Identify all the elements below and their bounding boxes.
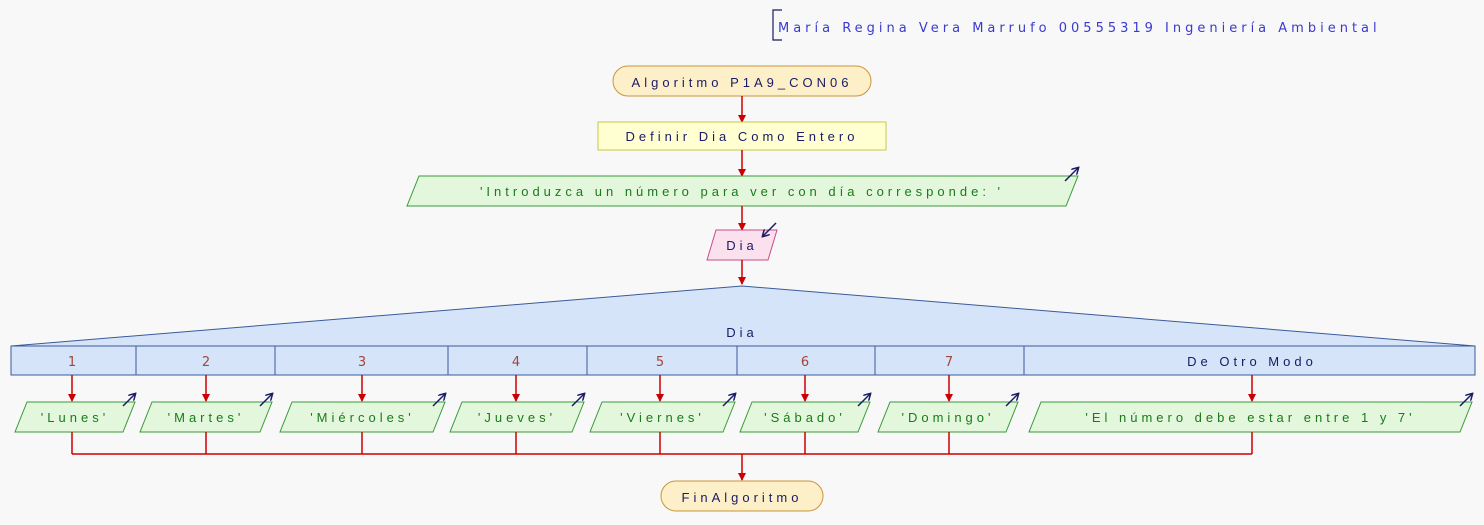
case-output[interactable] [139,401,273,433]
output-prompt[interactable] [406,175,1079,207]
case-label: 7 [945,355,953,370]
end-terminal[interactable] [660,480,824,512]
output-arrow-icon [1459,394,1472,407]
end-label: FinAlgoritmo [682,490,803,505]
define-label: Definir Dia Como Entero [626,129,859,144]
output-arrow-icon [857,394,870,407]
output-arrow-icon [1005,394,1018,407]
case-label: 1 [68,355,76,370]
comment-bracket [772,9,782,41]
case-output-text: 'Miércoles' [310,410,415,425]
output-arrow-icon [122,394,135,407]
case-cell[interactable] [274,345,449,376]
case-output-text: 'Jueves' [478,410,556,425]
case-label: 3 [358,355,366,370]
input-var: Dia [726,238,758,253]
case-cell[interactable] [874,345,1025,376]
comment-text: María Regina Vera Marrufo 00555319 Ingen… [778,21,1381,36]
output-prompt-text: 'Introduzca un número para ver con día c… [480,184,1004,199]
case-label: 4 [512,355,520,370]
case-outputs: 'Lunes' 'Martes' 'Miércoles' 'Jueves' 'Viern… [14,375,1473,454]
case-cell[interactable] [10,345,137,376]
case-output-text: 'Domingo' [902,410,995,425]
start-label: Algoritmo P1A9_CON06 [632,75,853,90]
case-output-text: 'Sábado' [764,410,846,425]
case-cell[interactable] [586,345,738,376]
output-arrow-icon [722,394,735,407]
output-arrow-icon [571,394,584,407]
case-label: 6 [801,355,809,370]
case-cell[interactable] [447,345,588,376]
output-arrow-icon [259,394,272,407]
case-label: 2 [202,355,210,370]
input-arrow-icon [763,222,777,236]
case-output-text: 'Viernes' [620,410,705,425]
output-arrow-icon [1064,168,1078,182]
case-output[interactable] [1028,401,1473,433]
define-process[interactable] [597,121,887,151]
case-output[interactable] [589,401,736,433]
output-arrow-icon [432,394,445,407]
case-output[interactable] [449,401,585,433]
case-row: 1 2 3 4 5 6 7 De Otro Modo [10,345,1476,376]
case-output-text: 'Lunes' [41,410,109,425]
input-read[interactable] [706,229,778,261]
case-output-text: 'El número debe estar entre 1 y 7' [1085,410,1415,425]
case-output[interactable] [14,401,136,433]
switch-var: Dia [726,325,758,340]
case-label: 5 [656,355,664,370]
case-cell[interactable] [1023,345,1476,376]
case-output[interactable] [877,401,1019,433]
case-label: De Otro Modo [1187,354,1317,369]
case-output-text: 'Martes' [168,410,245,425]
case-output[interactable] [739,401,871,433]
case-output[interactable] [279,401,446,433]
